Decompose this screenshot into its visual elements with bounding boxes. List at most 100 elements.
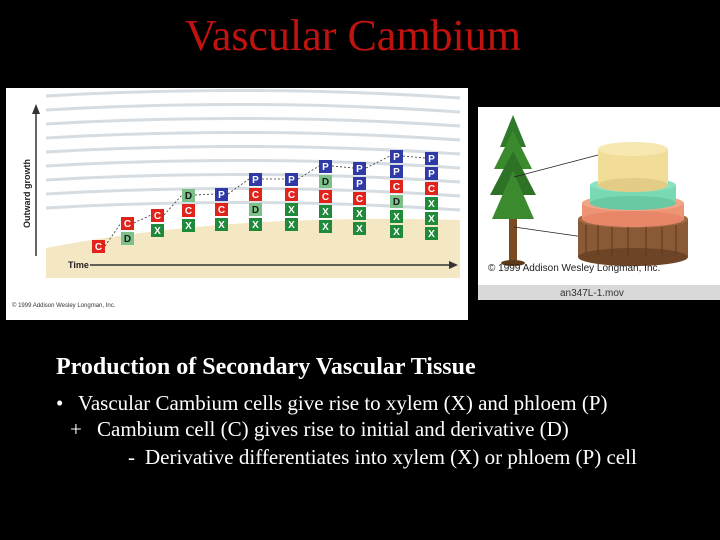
cell-letter: C <box>393 182 400 193</box>
phloem-cell <box>353 162 366 175</box>
cell-columns: CCDCXDCXPCXPCDXPCXXPDCXXPPCXXPPCDXXPPCXX… <box>92 150 438 253</box>
y-axis-label: Outward growth <box>22 159 32 228</box>
cell-letter: X <box>428 199 435 210</box>
derivative-cell <box>319 175 332 188</box>
cambium-trace-line <box>104 222 122 247</box>
derivative-cell <box>249 203 262 216</box>
cambium-cell <box>249 188 262 201</box>
xylem-cell <box>319 205 332 218</box>
cell-letter: X <box>356 224 363 235</box>
cell-letter: X <box>393 227 400 238</box>
cell-letter: P <box>288 175 295 186</box>
cell-letter: P <box>356 164 363 175</box>
cell-letter: X <box>322 222 329 233</box>
phloem-cell <box>425 167 438 180</box>
derivative-cell <box>182 189 195 202</box>
cell-letter: X <box>154 226 161 237</box>
bullet-2-text: Cambium cell (C) gives rise to initial a… <box>97 417 569 441</box>
cell-letter: C <box>252 190 259 201</box>
xylem-cell <box>425 227 438 240</box>
xylem-cell <box>285 218 298 231</box>
phloem-cell <box>249 173 262 186</box>
bullet-2: + Cambium cell (C) gives rise to initial … <box>70 416 569 442</box>
y-axis-arrow-icon <box>32 104 40 114</box>
cambium-cell <box>182 204 195 217</box>
phloem-cell <box>353 177 366 190</box>
cambium-cell <box>353 192 366 205</box>
cambium-trace-line <box>402 155 426 159</box>
growth-layers-cake-icon <box>578 142 688 266</box>
x-axis-arrow-icon <box>449 261 458 269</box>
cell-letter: D <box>185 191 192 202</box>
cambium-cell <box>390 180 403 193</box>
cell-letter: D <box>393 197 400 208</box>
cell-letter: X <box>288 220 295 231</box>
figure-copyright: © 1999 Addison Wesley Longman, Inc. <box>12 302 116 309</box>
cell-letter: P <box>428 154 435 165</box>
cell-letter: C <box>322 192 329 203</box>
cell-letter: P <box>218 190 225 201</box>
cell-letter: C <box>288 190 295 201</box>
caption-bar <box>478 285 720 300</box>
cell-letter: C <box>185 206 192 217</box>
bullet-marker: - <box>128 445 135 469</box>
phloem-cell <box>319 160 332 173</box>
cambium-cell <box>92 240 105 253</box>
bullet-3-text: Derivative differentiates into xylem (X)… <box>145 445 637 469</box>
figure-copyright: © 1999 Addison Wesley Longman, Inc. <box>488 263 660 274</box>
xylem-cell <box>285 203 298 216</box>
cell-letter: C <box>154 211 161 222</box>
cambium-cell <box>215 203 228 216</box>
bullet-1: • Vascular Cambium cells give rise to xyl… <box>56 390 608 416</box>
cambium-cell <box>319 190 332 203</box>
cell-letter: D <box>124 234 131 245</box>
cell-letter: P <box>356 179 363 190</box>
xylem-cell <box>390 225 403 238</box>
xylem-cell <box>182 219 195 232</box>
bullet-marker: + <box>70 417 82 441</box>
cell-letter: C <box>124 219 131 230</box>
xylem-cell <box>151 224 164 237</box>
cell-letter: C <box>356 194 363 205</box>
phloem-cell <box>285 173 298 186</box>
cell-letter: X <box>218 220 225 231</box>
tree-growth-diagram: © 1999 Addison Wesley Longman, Inc. an34… <box>478 107 720 300</box>
cambium-cell <box>285 188 298 201</box>
cambium-trace-line <box>227 178 250 195</box>
xylem-cell <box>353 222 366 235</box>
cambium-trace-line <box>331 165 354 169</box>
xylem-cell <box>319 220 332 233</box>
cambium-trace-line <box>163 194 183 216</box>
x-axis-label: Time <box>68 260 89 270</box>
xylem-cell <box>215 218 228 231</box>
bullet-3: -Derivative differentiates into xylem (X… <box>128 444 637 470</box>
cell-letter: C <box>428 184 435 195</box>
xylem-cell <box>249 218 262 231</box>
cell-letter: X <box>356 209 363 220</box>
phloem-cell <box>215 188 228 201</box>
xylem-cell <box>425 197 438 210</box>
cell-letter: D <box>252 205 259 216</box>
bullet-marker: • <box>56 391 64 415</box>
cell-letter: P <box>393 167 400 178</box>
phloem-cell <box>425 152 438 165</box>
cell-letter: C <box>218 205 225 216</box>
xylem-cell <box>353 207 366 220</box>
cell-letter: X <box>393 212 400 223</box>
animation-caption: an347L-1.mov <box>560 288 624 299</box>
tree-icon <box>490 115 536 266</box>
bullet-1-text: Vascular Cambium cells give rise to xyle… <box>78 391 608 415</box>
cell-letter: P <box>393 152 400 163</box>
slide-title: Vascular Cambium <box>184 11 522 60</box>
xylem-cell <box>425 212 438 225</box>
phloem-cell <box>390 165 403 178</box>
cambium-trace-line <box>133 214 152 224</box>
cambium-cell <box>425 182 438 195</box>
xylem-cell <box>390 210 403 223</box>
cell-letter: X <box>428 214 435 225</box>
cambium-trace-line <box>365 155 391 169</box>
cambium-cell <box>151 209 164 222</box>
cell-letter: D <box>322 177 329 188</box>
cell-letter: P <box>428 169 435 180</box>
